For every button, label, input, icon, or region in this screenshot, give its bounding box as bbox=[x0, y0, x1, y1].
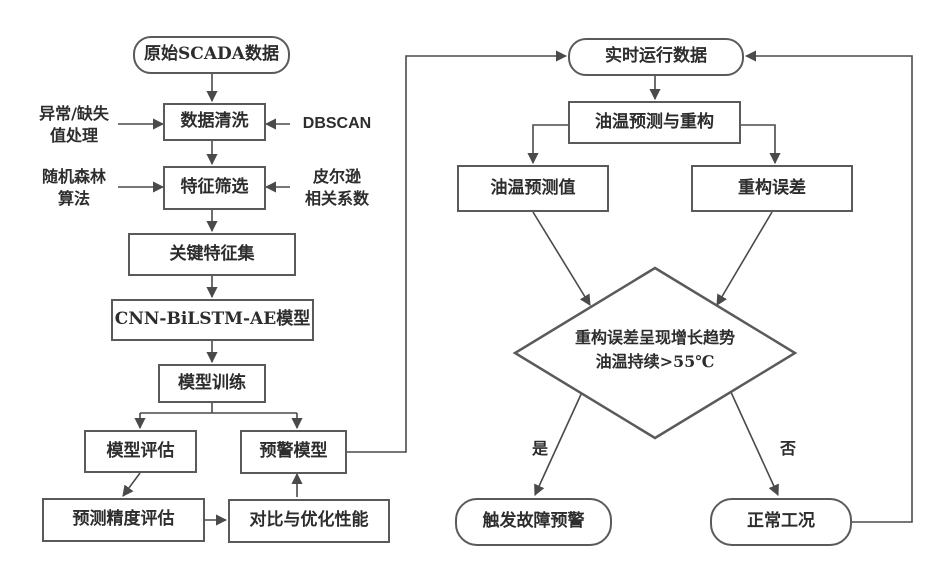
warning-model-box: 预警模型 bbox=[240, 430, 347, 474]
accuracy-evaluation-box: 预测精度评估 bbox=[42, 498, 205, 542]
reconstruction-error-box: 重构误差 bbox=[691, 165, 853, 212]
arrow-recon-error-to-decision bbox=[717, 212, 772, 305]
oil-temp-predict-reconstruct-box: 油温预测与重构 bbox=[568, 101, 741, 144]
cnn-bilstm-ae-model-box: CNN-BiLSTM-AE模型 bbox=[111, 299, 314, 341]
oil-temp-predicted-value-box: 油温预测值 bbox=[457, 165, 609, 212]
fault-alarm-node: 触发故障预警 bbox=[455, 498, 612, 546]
arrow-evaluate-to-accuracy bbox=[123, 473, 140, 496]
realtime-data-node: 实时运行数据 bbox=[568, 38, 744, 76]
dbscan-label: DBSCAN bbox=[292, 113, 382, 135]
compare-optimize-box: 对比与优化性能 bbox=[228, 499, 390, 543]
arrow-predict-to-pred-value bbox=[533, 125, 568, 163]
data-cleaning-box: 数据清洗 bbox=[163, 103, 266, 141]
arrow-pred-value-to-decision bbox=[533, 212, 590, 305]
start-node: 原始SCADA数据 bbox=[133, 36, 290, 74]
missing-value-handling-label: 异常/缺失 值处理 bbox=[30, 103, 118, 146]
yes-label: 是 bbox=[528, 438, 552, 460]
pearson-coefficient-label: 皮尔逊 相关系数 bbox=[292, 166, 382, 209]
arrow-predict-to-recon-error bbox=[741, 125, 775, 163]
arrow-normal-to-realtime bbox=[746, 56, 912, 522]
feature-selection-box: 特征筛选 bbox=[163, 166, 266, 210]
random-forest-label: 随机森林 算法 bbox=[30, 166, 118, 209]
decision-condition-text: 重构误差呈现增长趋势 油温持续>55℃ bbox=[520, 326, 790, 374]
arrow-decision-no bbox=[730, 390, 778, 495]
model-evaluation-box: 模型评估 bbox=[84, 430, 197, 473]
model-training-box: 模型训练 bbox=[158, 364, 266, 403]
normal-condition-node: 正常工况 bbox=[710, 498, 852, 546]
key-feature-set-box: 关键特征集 bbox=[128, 233, 296, 276]
no-label: 否 bbox=[776, 438, 800, 460]
